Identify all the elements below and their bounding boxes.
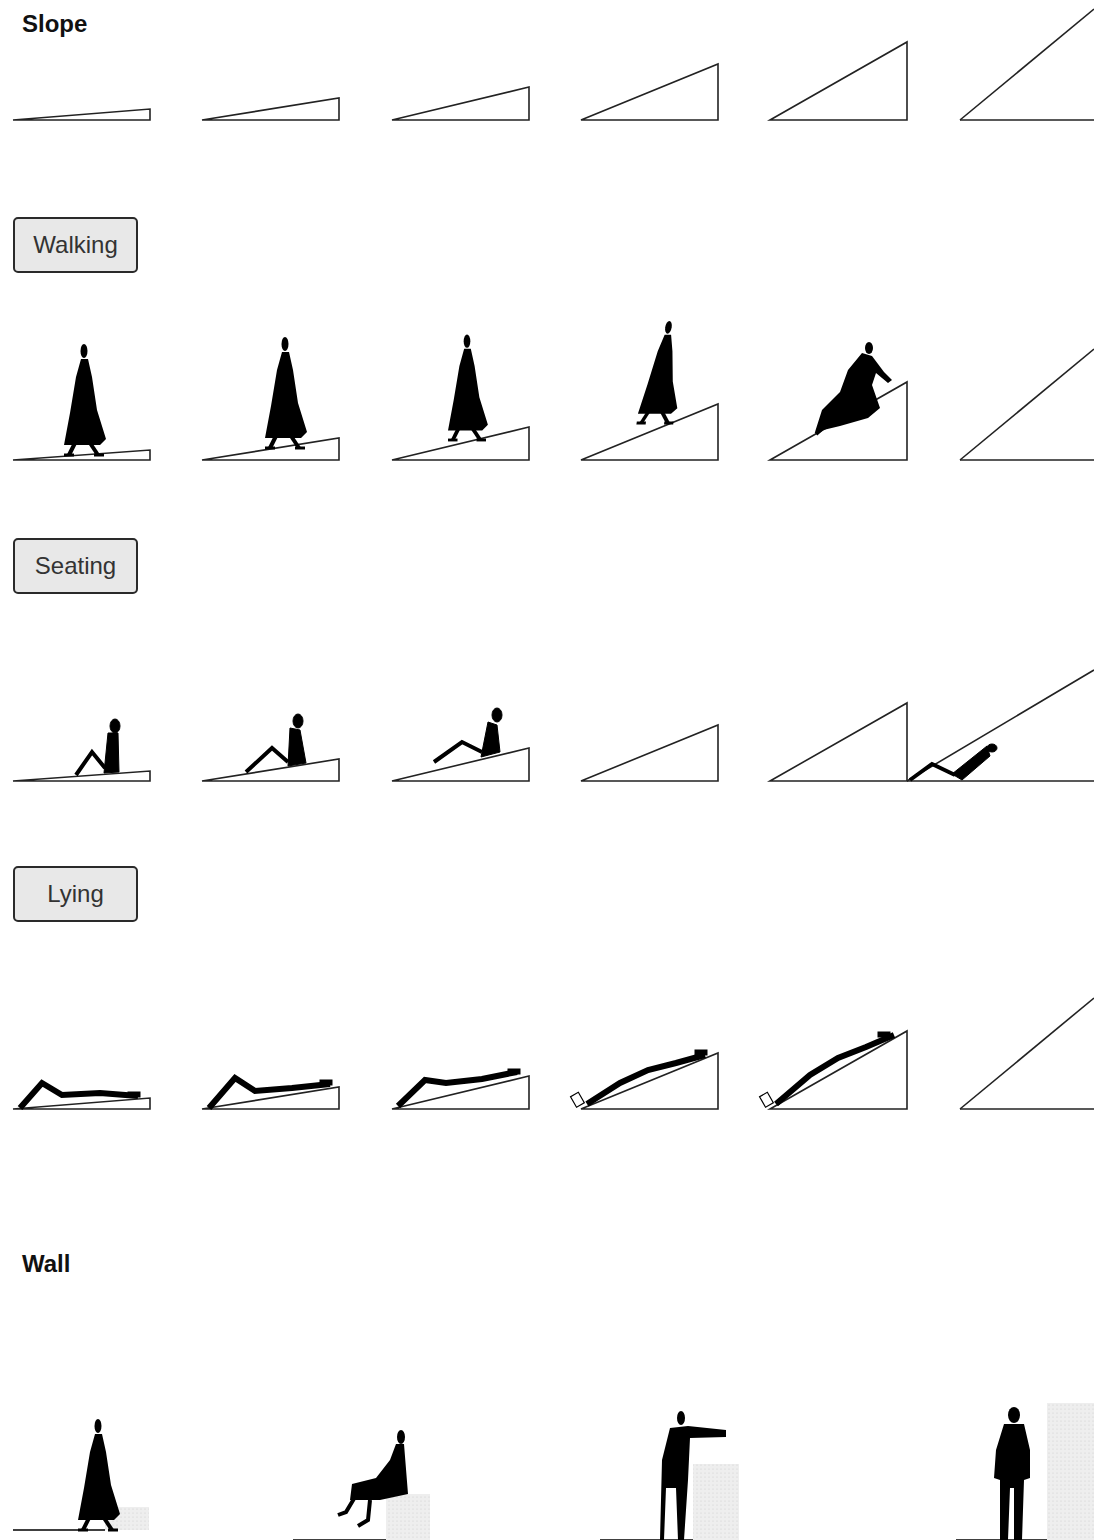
mode-box: Lying — [13, 866, 138, 922]
mode-box: Walking — [13, 217, 138, 273]
mode-label: Walking — [33, 231, 117, 259]
mode-label: Lying — [47, 880, 103, 908]
lying-figures — [20, 1032, 894, 1108]
wall-row — [13, 1403, 1094, 1540]
section-heading: Wall — [22, 1250, 70, 1278]
section-heading: Slope — [22, 10, 87, 38]
seating-figures — [76, 708, 997, 780]
mode-box: Seating — [13, 538, 138, 594]
mode-label: Seating — [35, 552, 116, 580]
walking-figures — [64, 321, 892, 455]
slope-row — [13, 9, 1094, 1109]
